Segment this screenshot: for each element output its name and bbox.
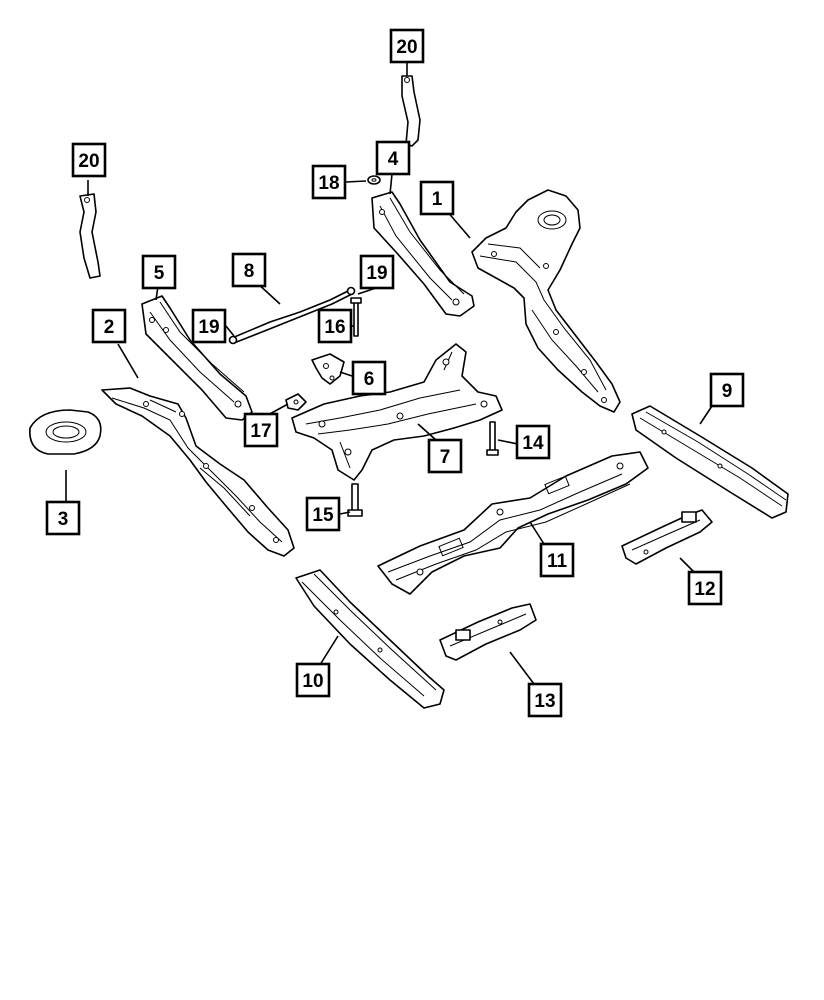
part-14-bolt xyxy=(486,421,499,456)
callout-11: 11 xyxy=(539,542,575,578)
svg-text:15: 15 xyxy=(312,505,334,526)
callout-10: 10 xyxy=(295,662,331,698)
svg-text:10: 10 xyxy=(302,671,323,692)
part-13-bracket xyxy=(439,603,537,661)
svg-text:14: 14 xyxy=(522,433,544,454)
svg-text:18: 18 xyxy=(318,173,339,194)
part-1-rail-assembly xyxy=(471,189,621,413)
part-2-rail-assembly xyxy=(101,387,295,557)
callout-19-left: 19 xyxy=(191,308,227,344)
part-15-bolt xyxy=(347,483,363,517)
callout-15: 15 xyxy=(305,496,341,532)
part-5-rail xyxy=(141,295,253,421)
svg-text:20: 20 xyxy=(396,37,417,58)
callout-5: 5 xyxy=(141,254,177,290)
svg-text:17: 17 xyxy=(250,421,271,442)
svg-text:19: 19 xyxy=(366,263,387,284)
part-6-bracket xyxy=(311,353,345,385)
callout-16: 16 xyxy=(317,308,353,344)
part-11-tunnel xyxy=(377,451,649,595)
callout-17: 17 xyxy=(243,412,279,448)
callout-19-right: 19 xyxy=(359,254,395,290)
part-20-bracket-left xyxy=(79,193,101,279)
callout-20-top: 20 xyxy=(389,28,425,64)
svg-text:2: 2 xyxy=(104,317,115,338)
svg-text:5: 5 xyxy=(154,263,165,284)
callout-12: 12 xyxy=(687,570,723,606)
svg-text:19: 19 xyxy=(198,317,219,338)
part-12-bracket xyxy=(621,509,713,565)
svg-text:20: 20 xyxy=(78,151,99,172)
callout-20-left: 20 xyxy=(71,142,107,178)
svg-text:9: 9 xyxy=(722,381,733,402)
callout-2: 2 xyxy=(91,308,127,344)
callout-6: 6 xyxy=(351,360,387,396)
svg-text:8: 8 xyxy=(244,261,255,282)
svg-text:13: 13 xyxy=(534,691,555,712)
part-8-link-rod xyxy=(228,286,356,345)
callout-4: 4 xyxy=(375,140,411,176)
part-16-bolt xyxy=(350,297,362,337)
part-3-plate xyxy=(29,409,102,455)
svg-text:1: 1 xyxy=(432,189,443,210)
part-18-washer xyxy=(367,175,381,185)
svg-text:16: 16 xyxy=(324,317,345,338)
callout-1: 1 xyxy=(419,180,455,216)
svg-text:7: 7 xyxy=(440,447,451,468)
part-4-rail xyxy=(371,191,475,317)
svg-text:6: 6 xyxy=(364,369,375,390)
callout-13: 13 xyxy=(527,682,563,718)
callout-9: 9 xyxy=(709,372,745,408)
part-10-sill xyxy=(295,569,445,709)
callout-18: 18 xyxy=(311,164,347,200)
svg-text:3: 3 xyxy=(58,509,69,530)
svg-text:4: 4 xyxy=(388,149,399,170)
part-20-bracket-upper xyxy=(401,75,421,147)
svg-text:11: 11 xyxy=(547,551,568,572)
callout-14: 14 xyxy=(515,424,551,460)
callout-8: 8 xyxy=(231,252,267,288)
part-9-sill xyxy=(631,405,789,519)
svg-text:12: 12 xyxy=(694,579,715,600)
callout-7: 7 xyxy=(427,438,463,474)
callout-3: 3 xyxy=(45,500,81,536)
part-7-crossmember xyxy=(291,343,503,481)
part-17-clip xyxy=(285,393,307,411)
